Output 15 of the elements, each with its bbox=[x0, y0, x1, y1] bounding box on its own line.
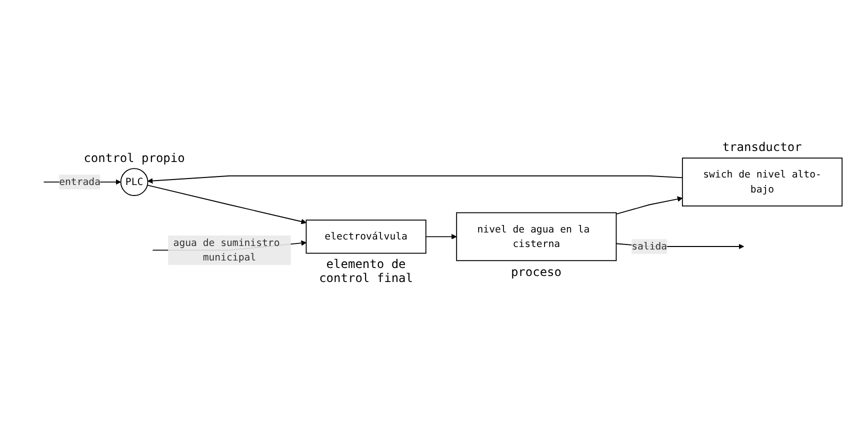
node-caption: transductor bbox=[721, 140, 803, 154]
arrow bbox=[146, 184, 306, 224]
edge-label: salida bbox=[632, 240, 668, 252]
arrow bbox=[425, 234, 457, 240]
node-caption: elemento de control final bbox=[318, 257, 414, 286]
node-caption: control propio bbox=[82, 150, 186, 165]
node-caption: proceso bbox=[510, 264, 563, 279]
arrow bbox=[148, 175, 683, 184]
node-box: electroválvula bbox=[306, 220, 426, 254]
arrow bbox=[616, 196, 683, 215]
node-box: swich de nivel alto-bajo bbox=[682, 158, 843, 206]
edge-label: entrada bbox=[59, 176, 101, 188]
node-circle: PLC bbox=[120, 168, 148, 196]
node-box: nivel de agua en la cisterna bbox=[456, 212, 617, 262]
edge-label: agua de suministro municipal bbox=[173, 236, 280, 264]
